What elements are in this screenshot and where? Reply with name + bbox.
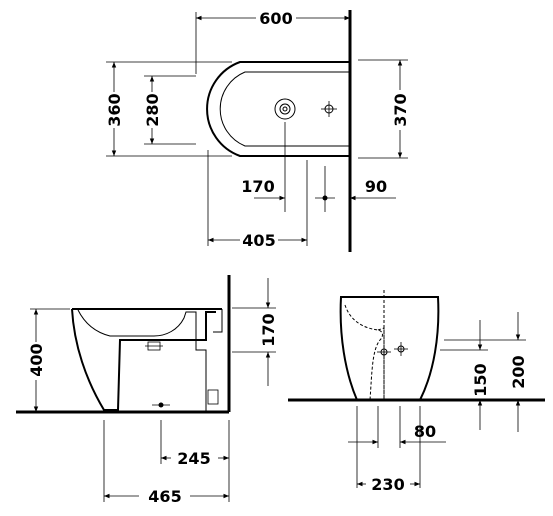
dim-370: 370 <box>391 93 410 126</box>
dim-150: 150 <box>471 363 490 396</box>
dim-170-side: 170 <box>259 313 278 346</box>
dim-230: 230 <box>371 475 404 494</box>
dim-170-top: 170 <box>241 177 274 196</box>
dim-200: 200 <box>509 355 528 388</box>
side-body-outline <box>71 308 216 411</box>
top-view: 600 360 280 370 170 90 405 <box>105 9 410 252</box>
dim-280: 280 <box>143 93 162 126</box>
top-bowl-inner <box>219 71 350 147</box>
dim-80: 80 <box>414 422 436 441</box>
front-view: 150 200 80 230 <box>288 290 545 494</box>
side-outlet-icon <box>207 389 219 405</box>
dim-245: 245 <box>177 449 210 468</box>
front-inlet-right-icon <box>394 342 408 356</box>
dim-400: 400 <box>27 343 46 376</box>
top-connection-point <box>322 195 328 201</box>
side-view: 400 170 245 465 <box>16 275 278 506</box>
top-waste-hole-icon <box>274 98 296 120</box>
dim-465: 465 <box>148 487 181 506</box>
front-inlet-left-icon <box>377 345 391 359</box>
dim-405: 405 <box>242 231 275 250</box>
front-body-outline <box>339 296 440 401</box>
top-tap-hole-icon <box>321 101 337 117</box>
dim-360: 360 <box>105 93 124 126</box>
dim-90-top: 90 <box>365 177 387 196</box>
dim-600: 600 <box>259 9 292 28</box>
top-bowl-outline <box>206 61 350 157</box>
